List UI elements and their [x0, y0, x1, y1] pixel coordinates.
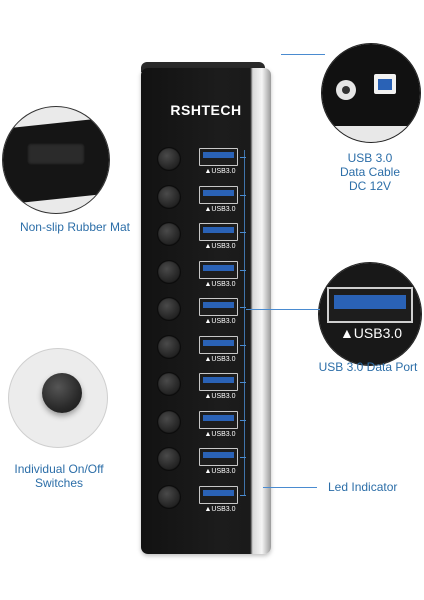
port-label-1: ▲USB3.0 — [204, 168, 236, 175]
rubber-mat-zoom — [2, 106, 110, 214]
switch-label: Individual On/Off Switches — [14, 462, 104, 490]
port-label: USB 3.0 Data Port — [318, 360, 418, 374]
mat-label: Non-slip Rubber Mat — [19, 220, 131, 234]
led-tick-10 — [240, 494, 246, 496]
port-label-3: ▲USB3.0 — [204, 243, 236, 250]
usb-b-port-icon — [374, 74, 396, 94]
led-tick-7 — [240, 382, 246, 383]
led-tick-3 — [240, 232, 246, 233]
power-switch-5 — [158, 298, 180, 320]
power-switch-3 — [158, 223, 180, 245]
port-label-8: ▲USB3.0 — [204, 430, 236, 438]
port-label-7: ▲USB3.0 — [204, 393, 236, 400]
callout-line-cable — [281, 54, 325, 55]
switch-zoom — [8, 348, 108, 448]
led-indicator-strip — [244, 150, 245, 495]
power-switch-2 — [158, 185, 180, 208]
led-tick-2 — [240, 194, 246, 196]
hub-top-edge — [141, 62, 265, 72]
port-tongue — [203, 489, 234, 496]
port-label-5: ▲USB3.0 — [204, 318, 236, 325]
led-label: Led Indicator — [328, 480, 398, 494]
port-tongue — [203, 189, 234, 196]
panel-edge — [322, 126, 420, 142]
usb-port-7 — [199, 373, 238, 391]
port-label-9: ▲USB3.0 — [204, 468, 236, 475]
port-tongue — [203, 414, 234, 421]
power-switch-6 — [158, 335, 180, 358]
port-label-6: ▲USB3.0 — [204, 355, 236, 363]
port-label-4: ▲USB3.0 — [204, 280, 236, 288]
usb-port-9 — [199, 448, 238, 466]
port-tongue — [203, 264, 234, 271]
usb-port-8 — [199, 410, 238, 429]
rubber-pad — [27, 143, 85, 165]
led-tick-8 — [240, 419, 246, 421]
rear-port-zoom — [321, 43, 421, 143]
power-switch-9 — [158, 448, 180, 470]
power-switch-4 — [158, 260, 180, 283]
port-tongue — [203, 377, 234, 383]
port-label-10: ▲USB3.0 — [204, 505, 236, 513]
power-switch-8 — [158, 410, 180, 433]
usb-port-1 — [199, 148, 238, 166]
power-switch-10 — [158, 485, 180, 508]
led-tick-1 — [240, 157, 246, 158]
port-tongue — [203, 152, 234, 158]
port-tongue — [203, 452, 234, 458]
port-tongue — [203, 302, 234, 308]
power-switch-7 — [158, 373, 180, 395]
port-tongue — [203, 227, 234, 233]
power-switch-1 — [158, 148, 180, 170]
port-tongue — [203, 339, 234, 346]
usb-port-zoom: ▲USB3.0 — [318, 262, 422, 366]
usb-a-port-large — [327, 287, 413, 323]
usb-zoom-label: ▲USB3.0 — [339, 325, 403, 341]
cable-label: USB 3.0 Data Cable DC 12V — [339, 151, 401, 193]
port-label-2: ▲USB3.0 — [204, 205, 236, 213]
led-tick-5 — [240, 307, 246, 308]
led-tick-6 — [240, 344, 246, 346]
switch-button-icon — [42, 373, 82, 413]
usb-port-6 — [199, 335, 238, 354]
dc-jack-icon — [336, 80, 356, 100]
callout-line-port — [246, 309, 320, 310]
usb-port-10 — [199, 485, 238, 504]
brand-logo: RSHTECH — [170, 102, 242, 118]
usb-port-5 — [199, 298, 238, 316]
usb-port-3 — [199, 223, 238, 241]
led-tick-4 — [240, 269, 246, 271]
usb-port-2 — [199, 185, 238, 204]
usb-port-4 — [199, 260, 238, 279]
led-tick-9 — [240, 457, 246, 458]
callout-line-led — [263, 487, 317, 488]
